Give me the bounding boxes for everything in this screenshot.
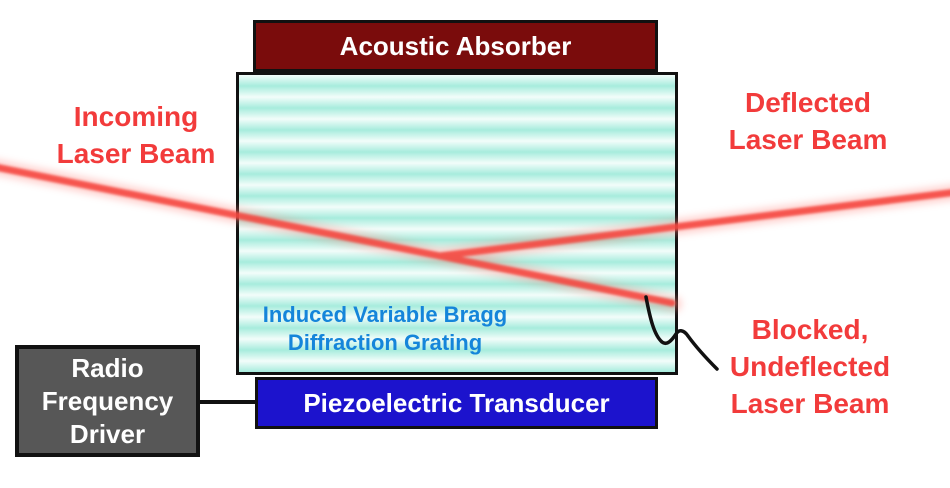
blocked-label-line3: Laser Beam bbox=[730, 388, 890, 419]
grating-label-line1: Induced Variable Bragg bbox=[262, 302, 508, 327]
piezoelectric-transducer-box: Piezoelectric Transducer bbox=[255, 377, 658, 429]
incoming-label-line1: Incoming bbox=[73, 101, 199, 132]
deflected-label-line1: Deflected bbox=[744, 87, 872, 118]
deflected-label-line2: Laser Beam bbox=[728, 124, 888, 155]
driver-label-line1: Radio bbox=[71, 352, 144, 383]
piezoelectric-transducer-label: Piezoelectric Transducer bbox=[303, 387, 610, 418]
driver-label-line2: Frequency bbox=[41, 385, 174, 416]
grating-label-line2: Diffraction Grating bbox=[287, 330, 483, 355]
blocked-label-line2: Undeflected bbox=[729, 351, 891, 382]
bragg-grating-label: Induced Variable Bragg Diffraction Grati… bbox=[238, 301, 532, 357]
blocked-label-line1: Blocked, bbox=[751, 314, 869, 345]
driver-to-transducer-wire bbox=[198, 400, 258, 404]
radio-frequency-driver-box: Radio Frequency Driver bbox=[15, 345, 200, 457]
incoming-label-line2: Laser Beam bbox=[56, 138, 216, 169]
driver-label-line3: Driver bbox=[69, 418, 146, 449]
incoming-laser-beam-label: Incoming Laser Beam bbox=[28, 98, 244, 172]
blocked-laser-beam-label: Blocked, Undeflected Laser Beam bbox=[698, 311, 922, 422]
deflected-laser-beam-label: Deflected Laser Beam bbox=[700, 84, 916, 158]
acoustic-absorber-box: Acoustic Absorber bbox=[253, 20, 658, 72]
acoustic-absorber-label: Acoustic Absorber bbox=[339, 30, 572, 61]
